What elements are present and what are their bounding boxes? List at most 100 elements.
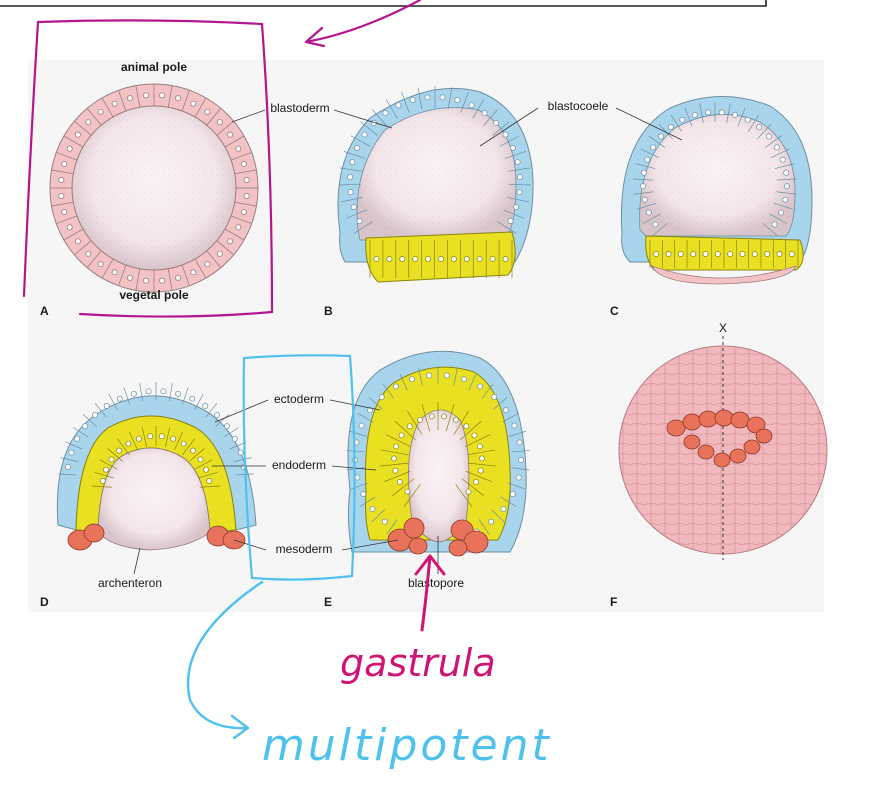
cell-wall [359, 496, 376, 507]
cell-nucleus [391, 455, 397, 462]
cell-nucleus [202, 402, 209, 409]
cell-wall [493, 397, 508, 410]
cell-wall [86, 250, 102, 268]
cell-wall [385, 99, 398, 119]
cell-nucleus [463, 256, 470, 262]
cell-nucleus [58, 193, 65, 200]
cell-nucleus [142, 277, 149, 284]
panel-c-blastula-late [620, 95, 813, 285]
cell-wall [467, 449, 496, 456]
cell-nucleus [190, 447, 196, 454]
cell-nucleus [126, 95, 133, 102]
cell-wall [642, 213, 661, 224]
cell-nucleus [235, 224, 242, 231]
cell-wall [505, 151, 527, 159]
cell-wall [168, 383, 173, 402]
cell-nucleus [779, 156, 786, 163]
cell-nucleus [771, 221, 778, 228]
cell-nucleus [126, 274, 133, 281]
cell-wall [108, 393, 118, 411]
cell-wall [478, 519, 490, 535]
cell-nucleus [425, 256, 432, 262]
cell-nucleus [468, 102, 475, 109]
cell-nucleus [235, 145, 242, 152]
cell-wall [58, 473, 77, 476]
cell-nucleus [392, 383, 399, 390]
cell-nucleus [61, 160, 68, 167]
cell-nucleus [347, 189, 354, 196]
cell-wall [770, 148, 790, 158]
cell-nucleus [409, 97, 416, 103]
cell-wall [406, 410, 423, 435]
cell-wall [648, 135, 666, 148]
cyan-arrow-to-multipotent [186, 580, 264, 740]
cell-wall [341, 197, 363, 203]
cell-wall [182, 438, 195, 456]
cell-wall [774, 163, 795, 169]
cell-wall [194, 393, 204, 411]
cell-wall [56, 215, 78, 224]
cell-wall [135, 268, 141, 291]
cell-nucleus [367, 407, 374, 414]
cell-wall [128, 431, 138, 451]
cell-nucleus [237, 449, 244, 456]
cell-wall [651, 223, 668, 237]
panel-letter-f: F [610, 595, 617, 609]
cell-nucleus [396, 479, 403, 485]
cell-wall [123, 387, 131, 405]
cell-nucleus [382, 110, 389, 116]
handwritten-gastrula: gastrula [340, 641, 496, 685]
cell-nucleus [61, 209, 68, 216]
cell-wall [380, 462, 409, 467]
cell-nucleus [103, 466, 109, 473]
panel-e-gastrula-late [346, 350, 530, 557]
cell-nucleus [509, 491, 516, 498]
cell-wall [353, 221, 373, 234]
panel-letter-c: C [610, 304, 619, 318]
cell-nucleus [739, 251, 746, 257]
cell-wall [497, 221, 517, 234]
cell-nucleus [454, 97, 461, 103]
cell-nucleus [515, 474, 522, 481]
panel-f-vegetal-view [618, 336, 828, 560]
cell-wall [74, 240, 92, 256]
cell-nucleus [398, 432, 405, 439]
cell-wall [382, 383, 395, 399]
top-frame [0, 0, 767, 7]
mesoderm-cells-e [387, 517, 489, 557]
cell-nucleus [145, 388, 152, 395]
cell-nucleus [361, 131, 368, 138]
cell-wall [757, 123, 772, 140]
cell-nucleus [443, 372, 450, 379]
cell-wall [386, 519, 398, 535]
cell-wall [194, 459, 213, 470]
cell-wall [417, 87, 423, 110]
cell-nucleus [159, 92, 166, 99]
cell-nucleus [778, 209, 785, 216]
cell-wall [343, 151, 365, 159]
cell-nucleus [356, 218, 363, 224]
cell-nucleus [406, 423, 413, 430]
cell-wall [118, 264, 127, 286]
cell-nucleus [175, 95, 182, 102]
cell-wall [453, 410, 470, 435]
cell-wall [234, 201, 257, 207]
cell-wall [345, 209, 367, 219]
cell-nucleus [667, 124, 674, 131]
cell-wall [460, 420, 482, 441]
cell-wall [511, 467, 530, 471]
cell-wall [490, 509, 505, 523]
cell-nucleus [493, 119, 499, 126]
cell-wall [508, 167, 531, 172]
cell-wall [762, 223, 779, 237]
cell-nucleus [223, 423, 230, 430]
cell-nucleus [108, 456, 115, 463]
cell-nucleus [650, 144, 656, 151]
cell-wall [670, 114, 683, 132]
cell-nucleus [125, 440, 132, 447]
cell-nucleus [213, 412, 220, 419]
cell-wall [92, 485, 113, 488]
cell-nucleus [395, 102, 402, 109]
cell-wall [483, 109, 498, 127]
cell-nucleus [473, 479, 480, 485]
